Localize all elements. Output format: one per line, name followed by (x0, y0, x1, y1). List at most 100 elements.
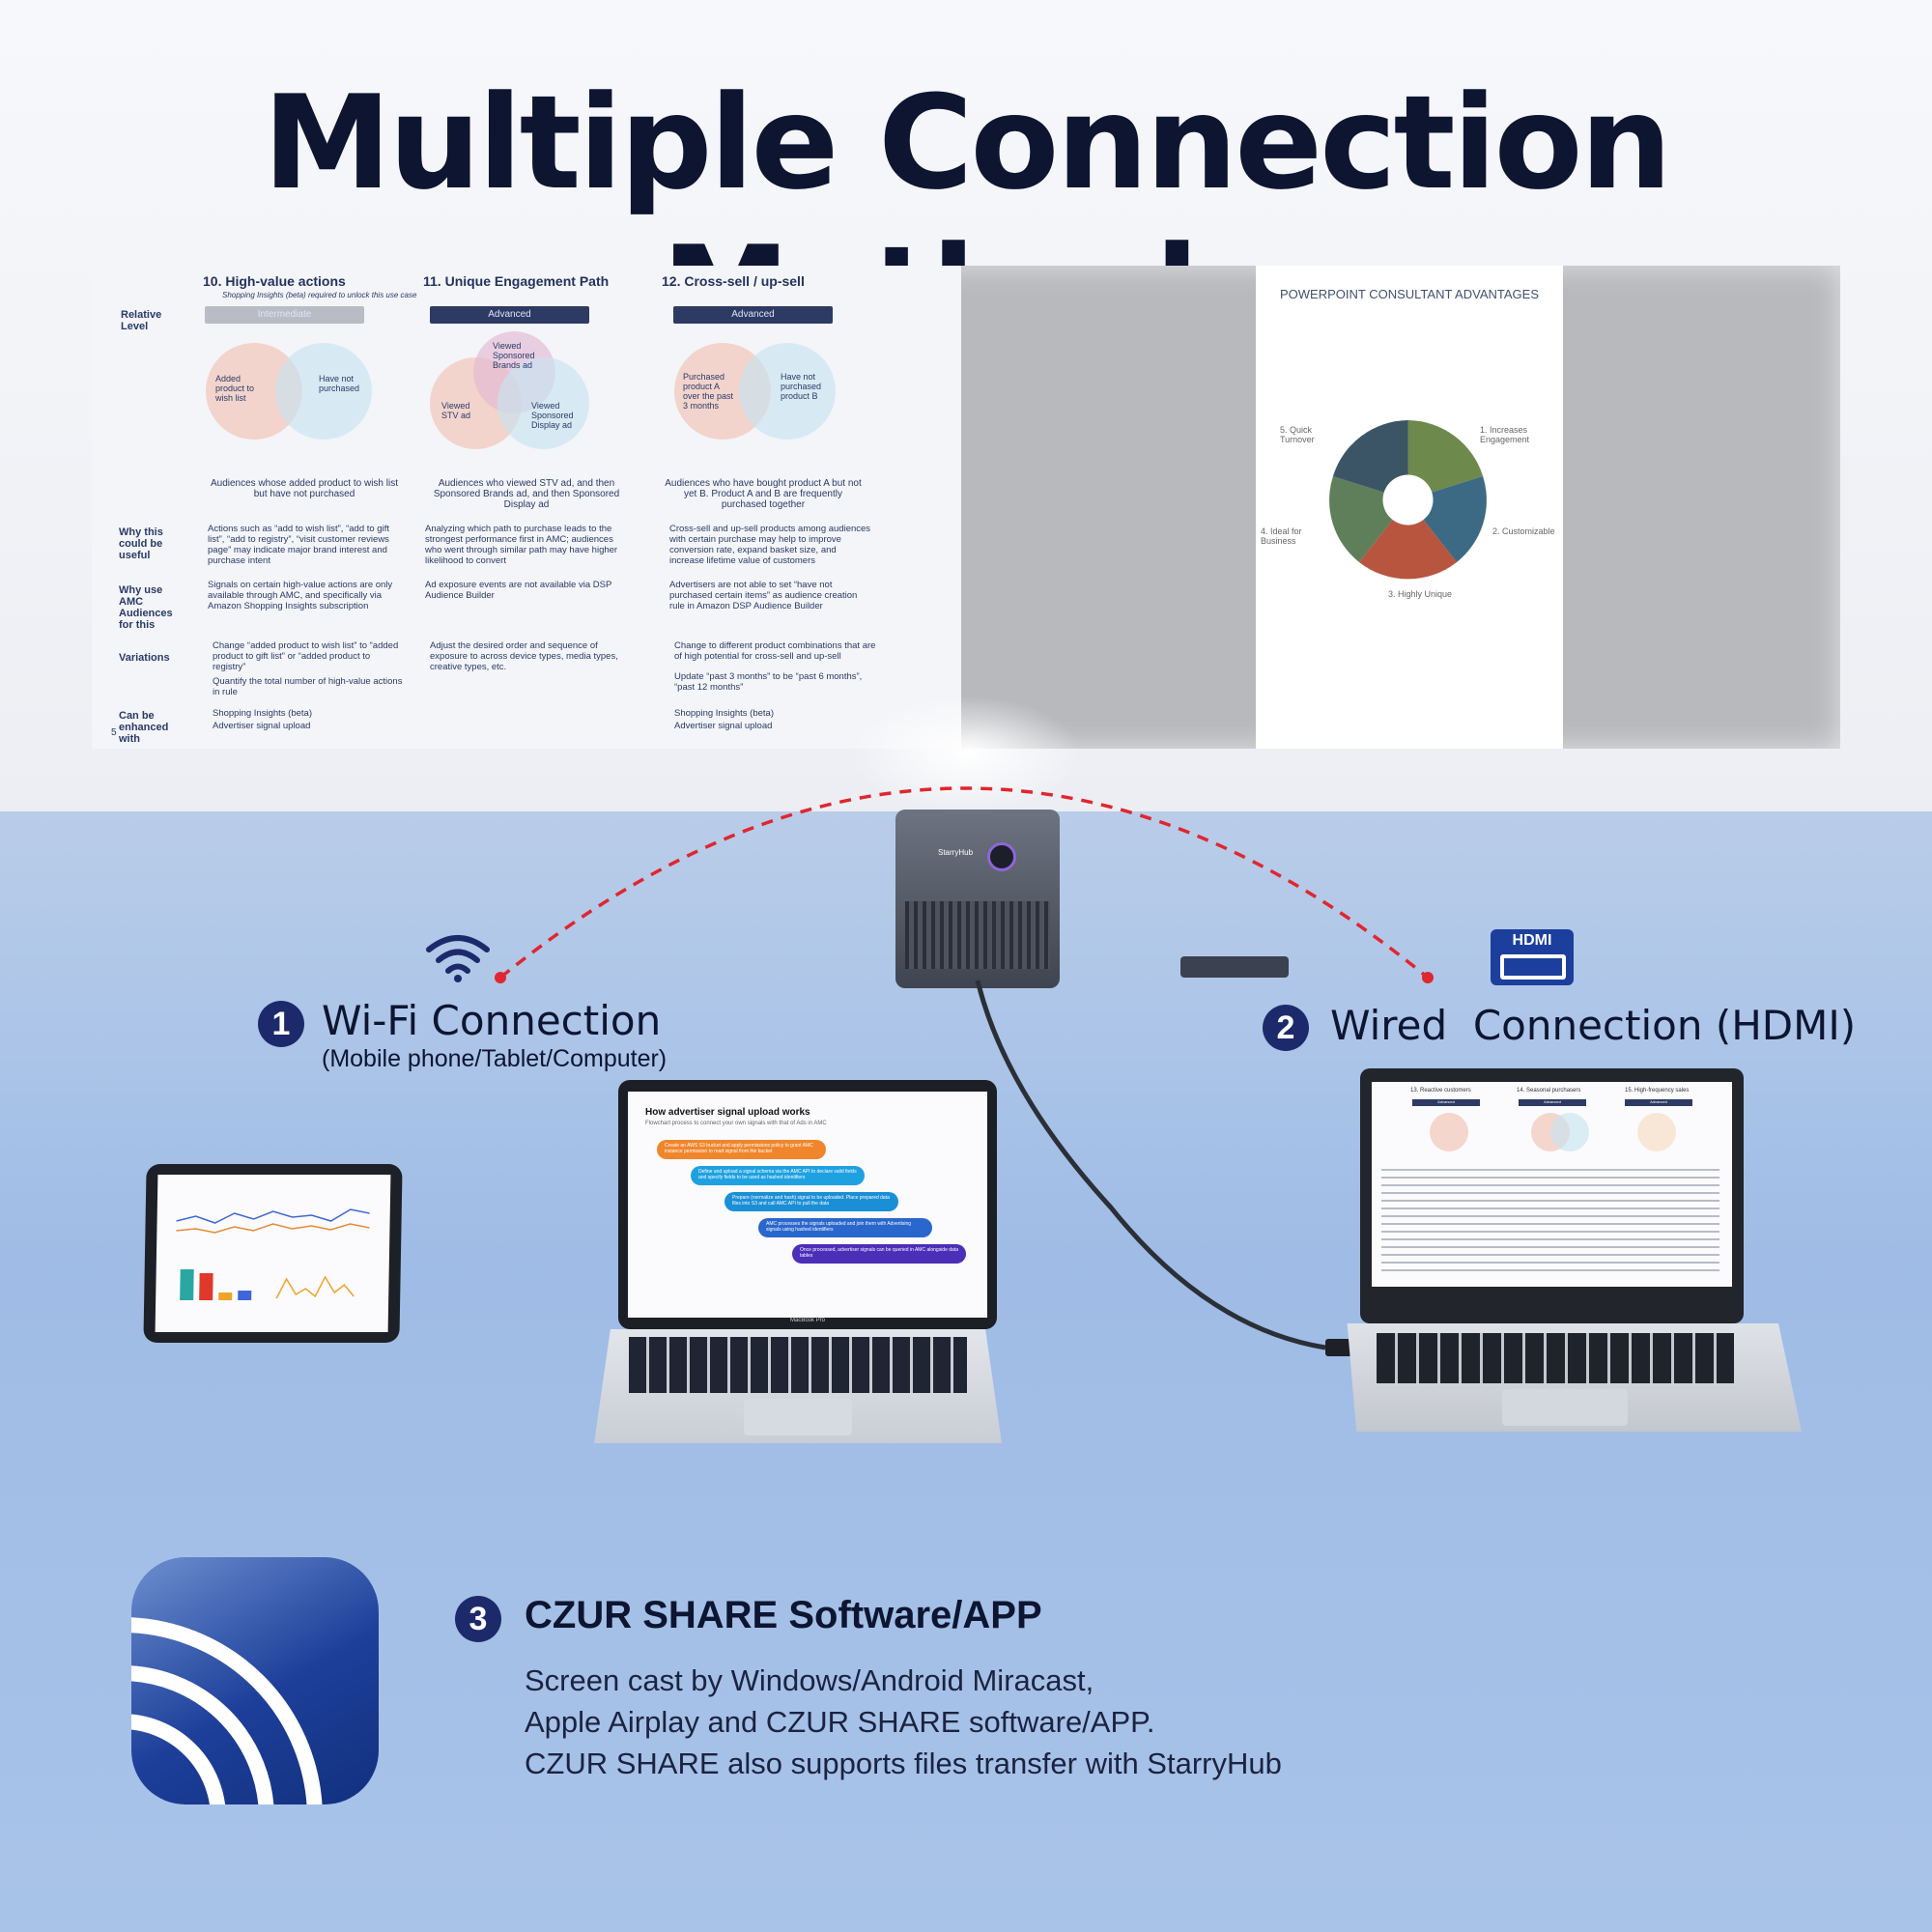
column-note: Shopping Insights (beta) required to unl… (222, 291, 417, 299)
czur-description: Screen cast by Windows/Android Miracast,… (525, 1660, 1282, 1784)
hdmi-laptop-screen: 13. Reactive customers 14. Seasonal purc… (1372, 1082, 1732, 1287)
wifi-subtitle: (Mobile phone/Tablet/Computer) (322, 1045, 668, 1072)
column-enhanced: Advertiser signal upload (674, 721, 773, 731)
hp-circle (1550, 1113, 1589, 1151)
column-enhanced: Advertiser signal upload (213, 721, 311, 731)
column-heading: 12. Cross-sell / up-sell (662, 273, 805, 289)
hp-column-heading: 14. Seasonal purchasers (1517, 1088, 1581, 1094)
hdmi-icon: HDMI (1491, 929, 1574, 985)
hp-column-heading: 15. High-frequency sales (1625, 1088, 1690, 1094)
column-summary: Audiences whose added product to wish li… (210, 478, 398, 499)
row-label: Variations (119, 652, 170, 664)
column-why-amc: Advertisers are not able to set “have no… (669, 580, 858, 611)
czur-share-app-icon (131, 1557, 379, 1804)
tablet (143, 1164, 403, 1343)
column-why-useful: Analyzing which path to purchase leads t… (425, 524, 618, 566)
column-why-amc: Ad exposure events are not available via… (425, 580, 612, 601)
column-variation: Change to different product combinations… (674, 640, 876, 662)
wheel-label: 5. Quick Turnover (1280, 425, 1315, 444)
column-why-amc: Signals on certain high-value actions ar… (208, 580, 393, 611)
mac-slide-subtitle: Flowchart process to connect your own si… (645, 1121, 827, 1126)
column-variation: Adjust the desired order and sequence of… (430, 640, 618, 672)
venn-label: Added product to wish list (215, 374, 255, 403)
czur-line: Screen cast by Windows/Android Miracast, (525, 1663, 1094, 1697)
macbook-label: MacBook Pro (789, 1318, 825, 1323)
column-variation: Change “added product to wish list” to “… (213, 640, 399, 672)
venn-circle (739, 343, 836, 440)
hdmi-laptop: 13. Reactive customers 14. Seasonal purc… (1360, 1068, 1744, 1323)
venn-label: Purchased product A over the past 3 mont… (683, 372, 734, 411)
macbook-keyboard (629, 1337, 967, 1393)
tablet-screen (155, 1175, 391, 1332)
macbook-screen: How advertiser signal upload works Flowc… (628, 1092, 987, 1318)
venn-label: Viewed Sponsored Display ad (531, 401, 574, 430)
mac-slide-title: How advertiser signal upload works (645, 1107, 810, 1118)
hdmi-laptop-keyboard (1377, 1333, 1734, 1383)
hdmi-badge-text: HDMI (1512, 932, 1552, 949)
venn-label: Viewed STV ad (441, 401, 471, 420)
venn-circle (497, 357, 589, 449)
projected-slide-left: Relative Level Why this could be useful … (92, 266, 961, 749)
flow-step: Prepare (normalize and hash) signal to b… (724, 1192, 898, 1211)
wheel-label: 1. Increases Engagement (1480, 425, 1530, 444)
column-why-useful: Actions such as “add to wish list”, “add… (208, 524, 389, 566)
wheel-label: 3. Highly Unique (1387, 589, 1453, 599)
column-heading: 10. High-value actions (203, 273, 346, 289)
cast-icon (131, 1617, 323, 1804)
czur-title: CZUR SHARE Software/APP (525, 1594, 1042, 1636)
level-pill: Intermediate (205, 306, 364, 324)
czur-line: CZUR SHARE also supports files transfer … (525, 1747, 1282, 1780)
step-number-wifi: 1 (258, 1001, 304, 1047)
page-number: 5 (111, 727, 117, 738)
flow-step: AMC processes the signals uploaded and j… (758, 1218, 932, 1237)
wifi-title: Wi-Fi Connection (322, 997, 662, 1044)
macbook: How advertiser signal upload works Flowc… (618, 1080, 997, 1329)
venn-label: Have not purchased (319, 374, 360, 393)
column-why-useful: Cross-sell and up-sell products among au… (669, 524, 871, 566)
flow-step: Define and upload a signal schema via th… (691, 1166, 865, 1185)
projected-slide-right: POWERPOINT CONSULTANT ADVANTAGES 1. Incr… (1256, 266, 1563, 749)
hdmi-laptop-base (1347, 1323, 1802, 1432)
remote-control (1180, 956, 1289, 978)
hp-level-pill: Advanced (1625, 1099, 1692, 1106)
hp-circle (1637, 1113, 1676, 1151)
hp-circle (1430, 1113, 1468, 1151)
row-label: Relative Level (121, 309, 162, 332)
advantages-wheel (1328, 420, 1488, 580)
column-enhanced: Shopping Insights (beta) (674, 708, 774, 719)
flow-step: Create an AWS S3 bucket and apply permis… (657, 1140, 826, 1159)
row-label: Can be enhanced with (119, 710, 169, 745)
hp-column-heading: 13. Reactive customers (1410, 1088, 1471, 1094)
venn-circle (275, 343, 372, 440)
wifi-icon (426, 935, 490, 982)
column-summary: Audiences who viewed STV ad, and then Sp… (433, 478, 620, 510)
column-variation: Update “past 3 months” to be “past 6 mon… (674, 671, 863, 693)
column-variation: Quantify the total number of high-value … (213, 676, 403, 697)
row-label: Why this could be useful (119, 526, 163, 561)
wheel-label: 4. Ideal for Business (1261, 526, 1302, 546)
hdmi-port-shape (1500, 954, 1566, 980)
projector: StarryHub (895, 810, 1060, 988)
tablet-chart (176, 1208, 370, 1300)
projector-lens (987, 842, 1016, 871)
macbook-trackpad (744, 1399, 852, 1435)
hdmi-title: Wired Connection (HDMI) (1330, 1002, 1857, 1049)
hp-level-pill: Advanced (1519, 1099, 1586, 1106)
venn-label: Viewed Sponsored Brands ad (493, 341, 535, 370)
column-summary: Audiences who have bought product A but … (665, 478, 862, 510)
hp-slide-text-lines (1381, 1169, 1719, 1275)
slide-title: POWERPOINT CONSULTANT ADVANTAGES (1280, 287, 1539, 301)
macbook-base (594, 1329, 1002, 1443)
hp-level-pill: Advanced (1412, 1099, 1480, 1106)
flow-step: Once processed, advertiser signals can b… (792, 1244, 966, 1264)
wheel-label: 2. Customizable (1492, 526, 1555, 536)
czur-line: Apple Airplay and CZUR SHARE software/AP… (525, 1705, 1155, 1739)
step-number-hdmi: 2 (1263, 1005, 1309, 1051)
projector-brand: StarryHub (938, 848, 974, 857)
venn-label: Have not purchased product B (781, 372, 822, 401)
step-number-czur: 3 (455, 1596, 501, 1642)
row-label: Why use AMC Audiences for this (119, 584, 173, 631)
column-heading: 11. Unique Engagement Path (423, 273, 610, 289)
level-pill: Advanced (430, 306, 589, 324)
